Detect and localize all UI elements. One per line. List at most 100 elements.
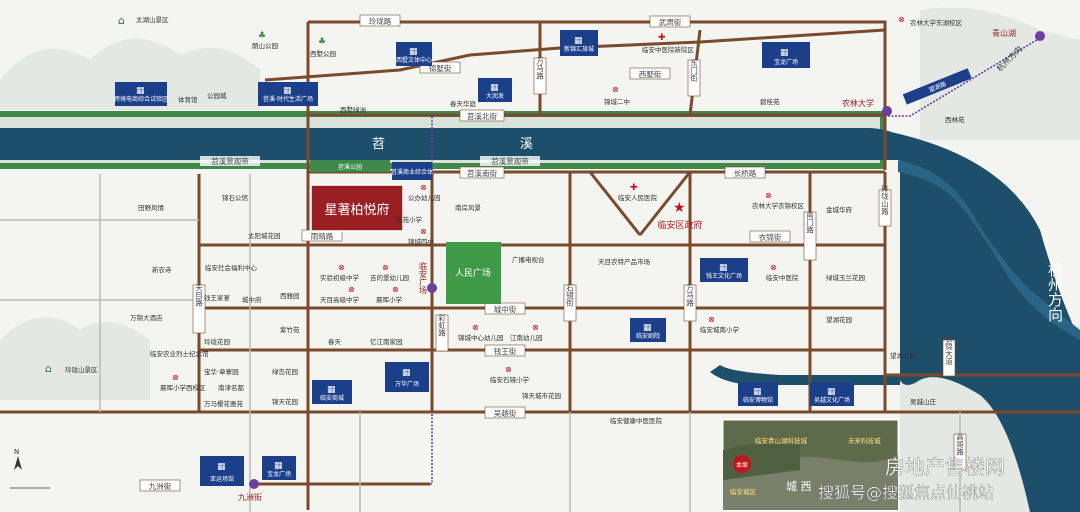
poi-label: 望湖花园 <box>826 315 852 324</box>
commercial-label: 万华广场 <box>395 380 419 388</box>
star-icon: ★ <box>673 200 686 216</box>
road-label-changqiao: 长桥路 <box>734 168 757 178</box>
building-icon: ▦ <box>780 48 789 58</box>
commercial-label: 临安商城 <box>320 394 344 402</box>
road-label-wusu: 武肃街 <box>659 17 682 27</box>
poi-label: 锦天城市花园 <box>522 391 561 400</box>
building-icon: ▦ <box>643 323 652 333</box>
north-arrow-icon: N <box>10 448 50 489</box>
metro-label-jiuzhou: 九洲街 <box>238 492 262 502</box>
poi-label: 太阳城花园 <box>248 231 281 240</box>
building-icon: ▦ <box>719 263 728 273</box>
project-marker[interactable]: 星著柏悦府 <box>310 184 404 232</box>
commercial-label: 新锦汇旅城 <box>564 45 594 53</box>
poi-label: 临安中医院 <box>766 273 799 282</box>
road-label-shixi-north: 苕溪北街 <box>467 111 497 121</box>
building-icon: ▦ <box>574 36 583 46</box>
road-label-nanmen: 东门街 <box>689 57 698 82</box>
watermark-line2: 搜狐号@搜狐焦点仙桃站 <box>818 483 994 502</box>
vertical-road-labels: 万马路 东门街 天目路 南门路 玲珑山路 石镜街 万马路 彩虹路 衣锦大道 高哥… <box>192 56 967 471</box>
poi-label: 万马樱花雅苑 <box>204 399 244 408</box>
inset-map: 临安青山湖科技城 未来科技城 临安城区 城 西 本案 <box>722 419 899 511</box>
tree-icon: ♣ <box>318 37 326 47</box>
svg-text:N: N <box>14 448 19 456</box>
commercial-markers: 新锦汇旅城 ▦ 宝龙广场 ▦ 西墅文体中心 ▦ 大润发 ▦ 跨境电商综合试验区 … <box>114 30 854 486</box>
poi-label: 吴越山庄 <box>910 397 937 406</box>
hospital-icon: ✚ <box>630 183 638 193</box>
metro-label-qingshanhu: 青山湖 <box>992 28 1016 38</box>
commercial-label: 苕溪·时代生活广场 <box>263 95 313 103</box>
shixi-park: 苕溪公园 <box>310 160 390 172</box>
poi-label: 锦天花园 <box>272 397 298 406</box>
poi-label: 晨晖小学 <box>376 295 403 304</box>
scenic-label-linglong: 玲珑山景区 <box>65 365 98 374</box>
school-icon: ⊗ <box>505 365 512 374</box>
poi-label: 公办幼儿园 <box>408 193 441 202</box>
pagoda-icon: ⌂ <box>118 14 125 27</box>
poi-label: 农林大学衣锦校区 <box>752 201 805 210</box>
commercial-label: 宝龙广场 <box>267 470 291 478</box>
school-icon: ⊗ <box>348 285 355 294</box>
school-icon: ⊗ <box>392 285 399 294</box>
road-label-tianmu-south: 万马路 <box>685 283 694 306</box>
river-band <box>0 111 1080 512</box>
poi-label: 临安人民医院 <box>618 193 658 202</box>
watermark-line1: 房地产售楼网 <box>885 455 1005 479</box>
road-label-jiuzhou: 九洲街 <box>149 481 172 491</box>
renmin-square: 人民广场 <box>446 242 501 304</box>
poi-label: 江南幼儿园 <box>510 333 543 342</box>
poi-label: 实验初级中学 <box>320 273 360 282</box>
commercial-label: 西墅文体中心 <box>396 56 432 64</box>
building-icon: ▦ <box>490 83 499 93</box>
scenic-label-taihu: 太湖山景区 <box>136 15 169 24</box>
poi-label: 朗山公园 <box>252 41 278 50</box>
poi-label: 锦石公馆 <box>222 193 249 202</box>
poi-label: 城中府 <box>242 295 262 304</box>
river-label-xi: 溪 <box>520 137 533 152</box>
road-label-shixi-south: 苕溪南街 <box>467 168 497 178</box>
building-icon: ▦ <box>283 86 292 96</box>
school-icon: ⊗ <box>472 323 479 332</box>
poi-label: 春天华庭 <box>450 99 477 108</box>
poi-label: 西墅绿洲 <box>340 105 366 114</box>
road-label-tianmu: 万马路 <box>535 56 544 79</box>
belt-label-east: 苕溪景观带 <box>491 156 529 166</box>
road-label-wuyue: 吴越街 <box>494 408 517 418</box>
poi-label: 绿岛花园 <box>272 367 298 376</box>
road-label-lingbao: 玲珑路 <box>369 16 392 26</box>
poi-label: 玲珑花园 <box>204 337 230 346</box>
metro-icon <box>249 479 259 489</box>
commercial-label: 临安博物馆 <box>743 396 773 404</box>
inset-project-marker <box>733 455 751 473</box>
renmin-square-name: 人民广场 <box>455 267 491 279</box>
inset-marker-label: 本案 <box>736 461 748 469</box>
road-label-wanma: 彩虹路 <box>437 312 446 336</box>
pagoda-icon: ⌂ <box>45 362 52 375</box>
poi-label: 南苑小学 <box>396 215 423 224</box>
school-icon: ⊗ <box>420 183 427 192</box>
poi-label: 锦城中心幼儿园 <box>458 333 504 342</box>
building-icon: ▦ <box>327 385 336 395</box>
road-label-jinshu: 锦墅街 <box>429 63 452 73</box>
poi-label: 碧桂苑 <box>760 97 780 106</box>
river-label-shao: 苕 <box>372 137 385 152</box>
commercial-label: 苕溪商业综合体 <box>391 168 433 176</box>
metro-label-lingan-square: 临安广场 <box>419 261 428 295</box>
building-icon: ▦ <box>217 462 226 472</box>
poi-label: 西雅园 <box>280 292 300 300</box>
poi-label: 锦城二中 <box>604 97 630 106</box>
school-icon: ⊗ <box>708 315 715 324</box>
poi-label: 临安健康中医医院 <box>610 416 663 425</box>
commercial-label: 钱王文化广场 <box>706 272 742 280</box>
metro-stations: 临安广场 九洲街 农林大学 青山湖 <box>238 28 1045 502</box>
metro-icon <box>882 106 892 116</box>
building-icon: ▦ <box>402 368 411 378</box>
poi-label: 广播电视台 <box>512 255 545 264</box>
building-icon: ▦ <box>274 461 283 471</box>
building-icon: ▦ <box>409 47 418 57</box>
poi-label: 万锦大酒店 <box>130 313 163 322</box>
poi-label: 天目高级中学 <box>320 295 360 304</box>
commercial-label: 跨境电商综合试验区 <box>114 95 168 103</box>
road-label-yijin: 衣锦街 <box>759 232 782 242</box>
